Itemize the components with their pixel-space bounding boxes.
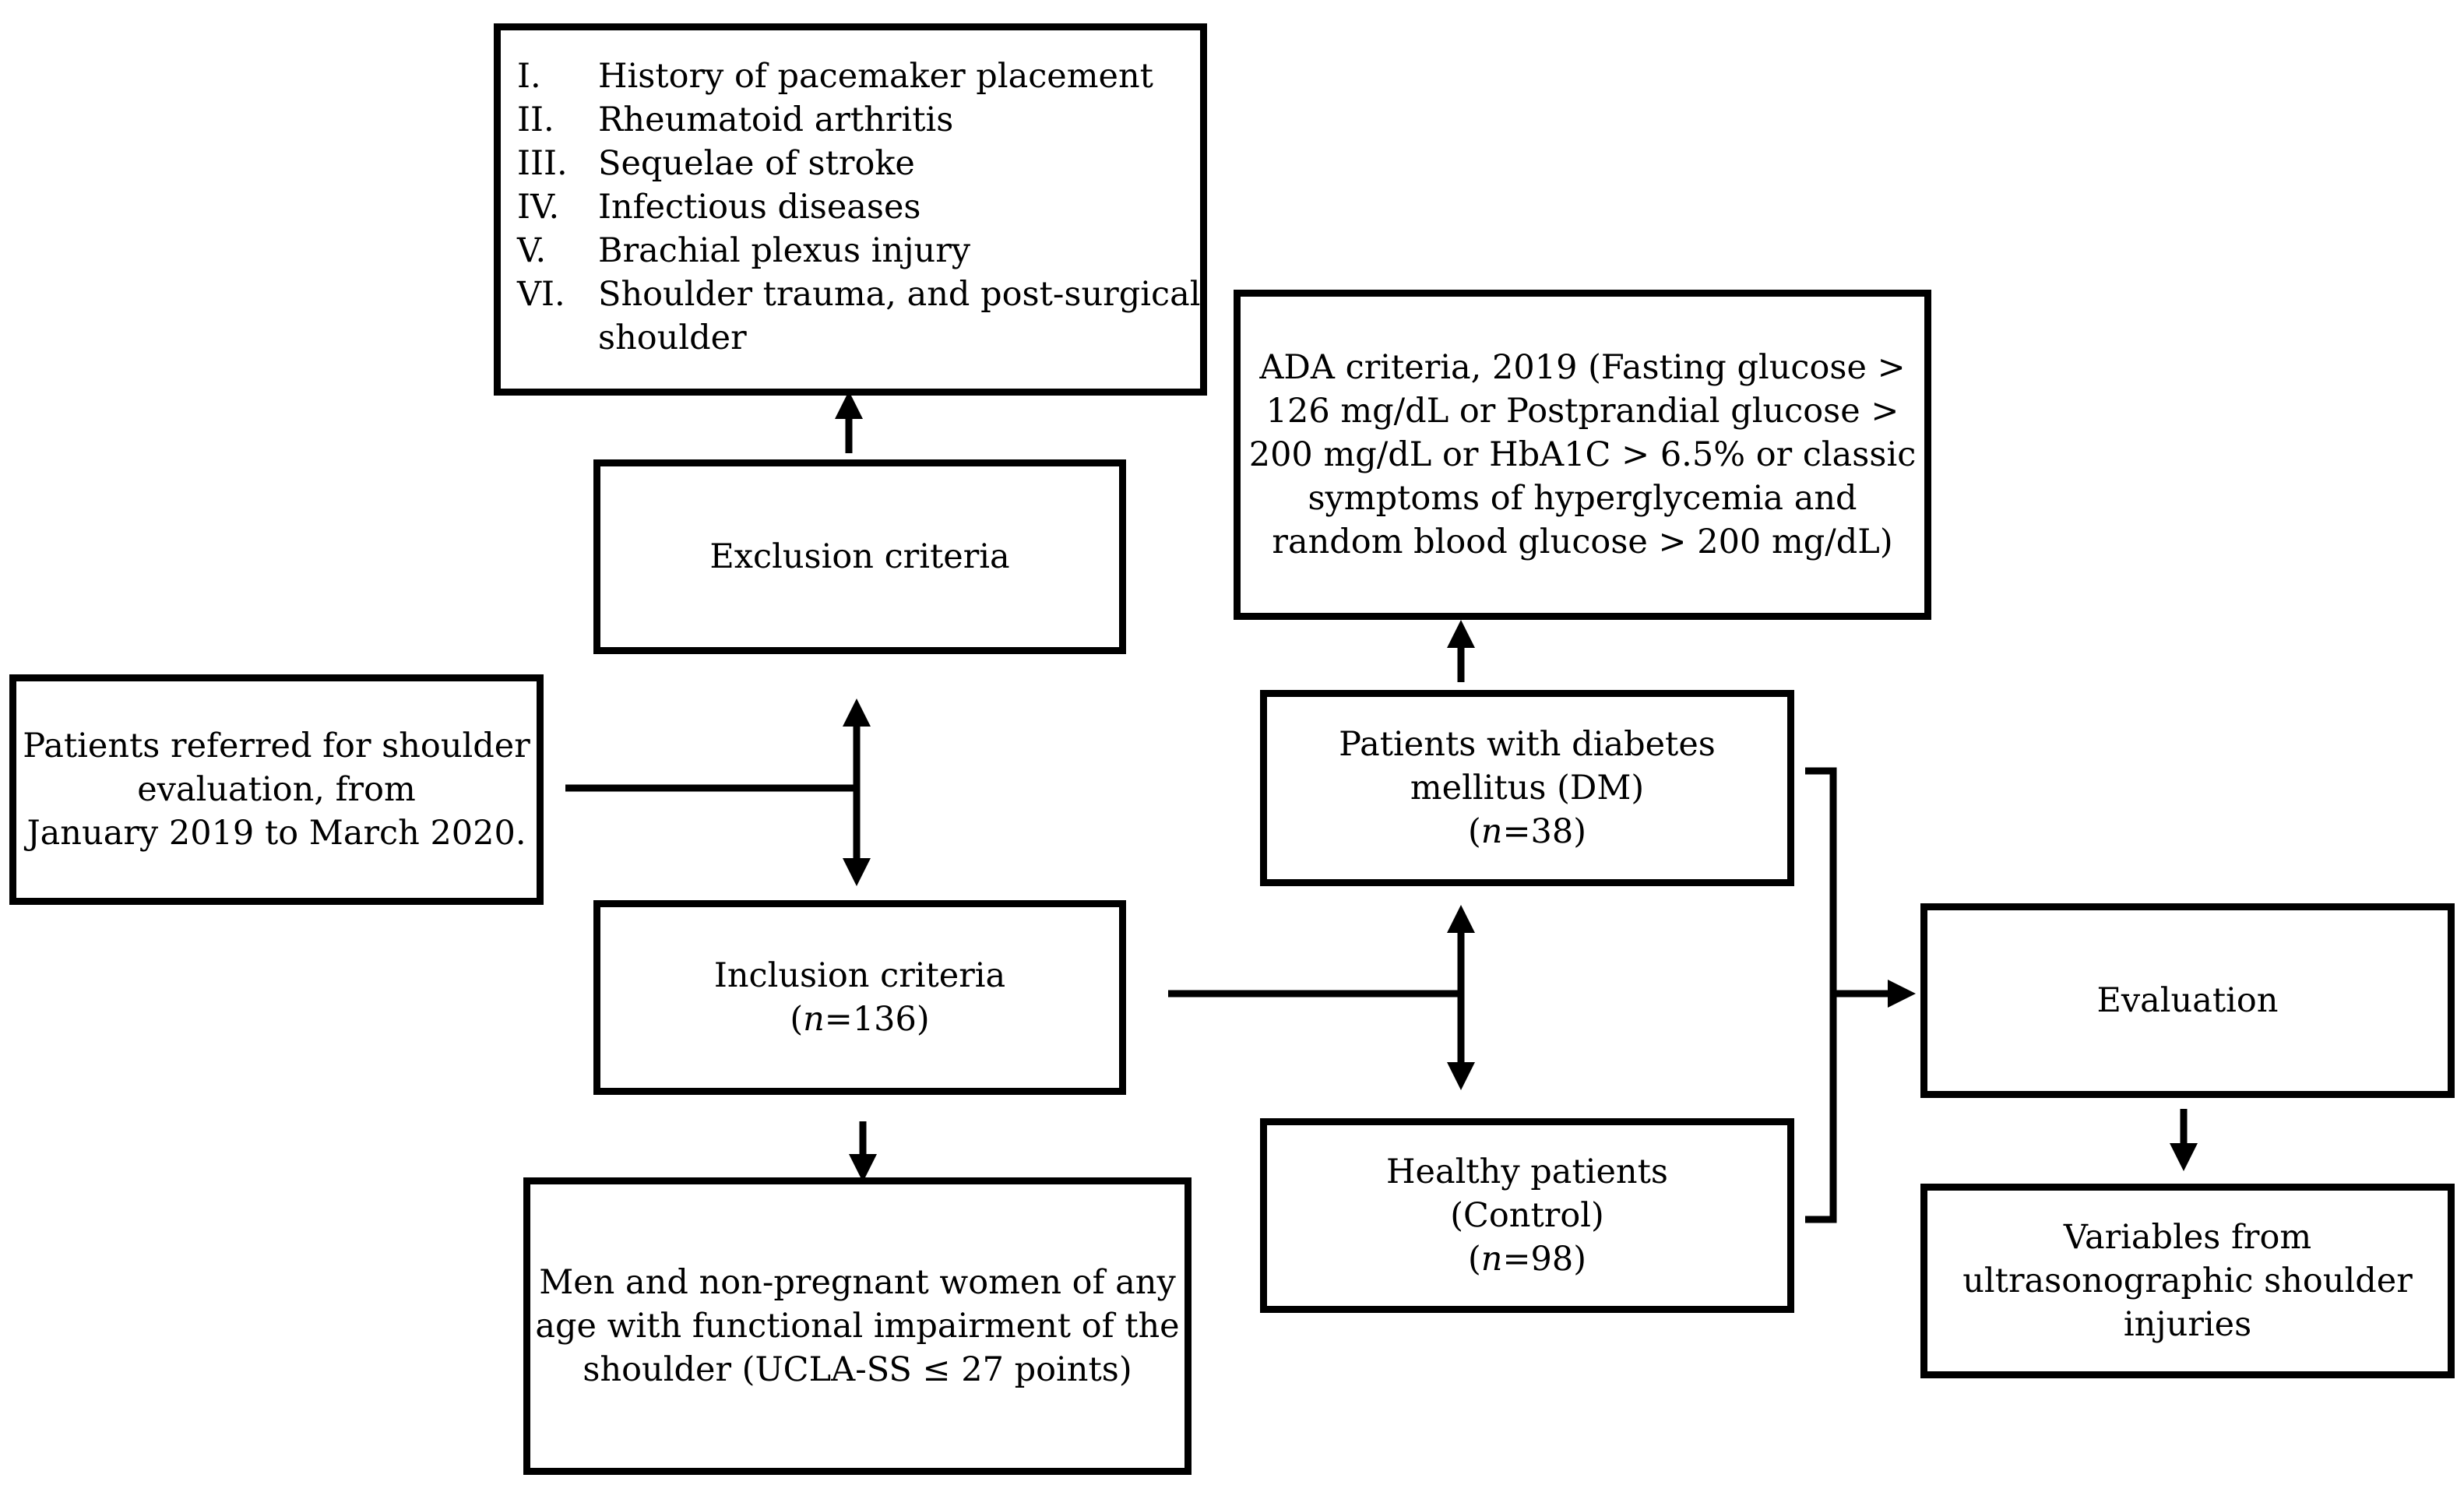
healthy-patients-box: Healthy patients (Control) (n=98) [1260,1118,1794,1313]
healthy-n-value: =98) [1502,1240,1586,1279]
variables-line-1: Variables from [2063,1218,2312,1257]
referral-box: Patients referred for shoulder evaluatio… [9,674,544,905]
exclusion-item: VI. Shoulder trauma, and post-surgical s… [517,273,1213,360]
exclusion-item-number: VI. [517,275,565,314]
inclusion-detail-line-3: shoulder (UCLA-SS ≤ 27 points) [583,1350,1132,1389]
inclusion-n: (n=136) [790,1000,930,1039]
exclusion-item: III. Sequelae of stroke [517,142,1213,185]
exclusion-item: I. History of pacemaker placement [517,55,1213,98]
inclusion-criteria-label: Inclusion criteria [713,956,1006,995]
exclusion-item: IV. Infectious diseases [517,185,1213,229]
exclusion-item-number: V. [517,231,547,270]
inclusion-detail-line-2: age with functional impairment of the [535,1307,1180,1346]
n-symbol: n [1480,1240,1503,1279]
inclusion-criteria-box: Inclusion criteria (n=136) [593,900,1126,1095]
ada-line-1: ADA criteria, 2019 (Fasting glucose > [1259,348,1906,387]
evaluation-label: Evaluation [2096,981,2279,1020]
exclusion-item-number: IV. [517,188,560,227]
exclusion-item-number: II. [517,100,554,139]
exclusion-item-text: History of pacemaker placement [598,57,1153,96]
n-symbol: n [803,1000,825,1039]
inclusion-n-value: =136) [824,1000,930,1039]
ada-line-4: symptoms of hyperglycemia and [1308,479,1857,518]
dm-line-1: Patients with diabetes [1339,725,1716,764]
n-symbol: n [1480,812,1503,851]
exclusion-item-text: Sequelae of stroke [598,144,915,183]
healthy-line-2: (Control) [1450,1196,1604,1235]
variables-box: Variables from ultrasonographic shoulder… [1920,1184,2455,1378]
dm-line-2: mellitus (DM) [1410,769,1645,808]
exclusion-list-box [494,23,1207,396]
variables-line-2: ultrasonographic shoulder [1962,1262,2413,1300]
dm-n: (n=38) [1467,812,1586,851]
exclusion-criteria-box: Exclusion criteria [593,459,1126,654]
exclusion-item-text: Brachial plexus injury [598,231,971,270]
evaluation-box: Evaluation [1920,903,2455,1098]
healthy-line-1: Healthy patients [1386,1152,1668,1191]
exclusion-item-text: Infectious diseases [598,188,921,227]
exclusion-item: V. Brachial plexus injury [517,229,1213,273]
exclusion-item-text: Rheumatoid arthritis [598,100,954,139]
referral-line-2: evaluation, from [137,770,416,809]
referral-line-1: Patients referred for shoulder [23,727,530,765]
exclusion-criteria-label: Exclusion criteria [709,537,1010,576]
exclusion-item-number: III. [517,144,568,183]
dm-patients-box: Patients with diabetes mellitus (DM) (n=… [1260,690,1794,886]
referral-line-3: January 2019 to March 2020. [26,814,526,853]
exclusion-item-number: I. [517,57,541,96]
exclusion-list: I. History of pacemaker placement II. Rh… [517,55,1213,360]
inclusion-detail-box: Men and non-pregnant women of any age wi… [523,1177,1192,1475]
variables-line-3: injuries [2123,1305,2252,1344]
inclusion-detail-line-1: Men and non-pregnant women of any [539,1263,1176,1302]
healthy-n: (n=98) [1467,1240,1586,1279]
ada-line-5: random blood glucose > 200 mg/dL) [1272,523,1893,561]
group-bracket [1805,767,1837,1223]
ada-criteria-box: ADA criteria, 2019 (Fasting glucose > 12… [1234,290,1931,620]
ada-line-2: 126 mg/dL or Postprandial glucose > [1265,392,1899,431]
exclusion-item-text: Shoulder trauma, and post-surgical shoul… [598,275,1201,357]
ada-line-3: 200 mg/dL or HbA1C > 6.5% or classic [1248,435,1917,474]
exclusion-item: II. Rheumatoid arthritis [517,98,1213,142]
dm-n-value: =38) [1502,812,1586,851]
